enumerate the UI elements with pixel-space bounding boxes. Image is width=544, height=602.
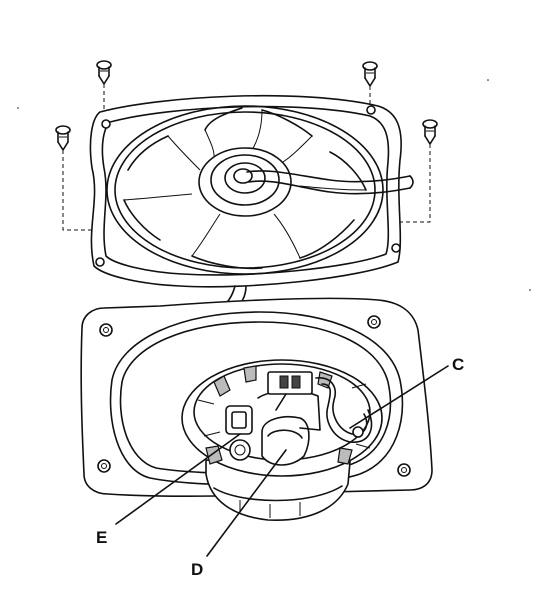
callout-label-e: E: [96, 528, 107, 547]
callout-label-d: D: [191, 560, 203, 579]
callout-e: E: [96, 433, 241, 547]
screw-right: [395, 119, 438, 242]
screw-top-right: [362, 61, 378, 108]
callout-label-c: C: [452, 355, 464, 374]
screw-left: [55, 125, 101, 258]
fan-motor: [181, 359, 383, 521]
fan-shroud: [89, 94, 414, 288]
callout-d: D: [191, 449, 287, 579]
callout-c: C: [349, 355, 464, 429]
screw-top-left: [96, 60, 112, 115]
